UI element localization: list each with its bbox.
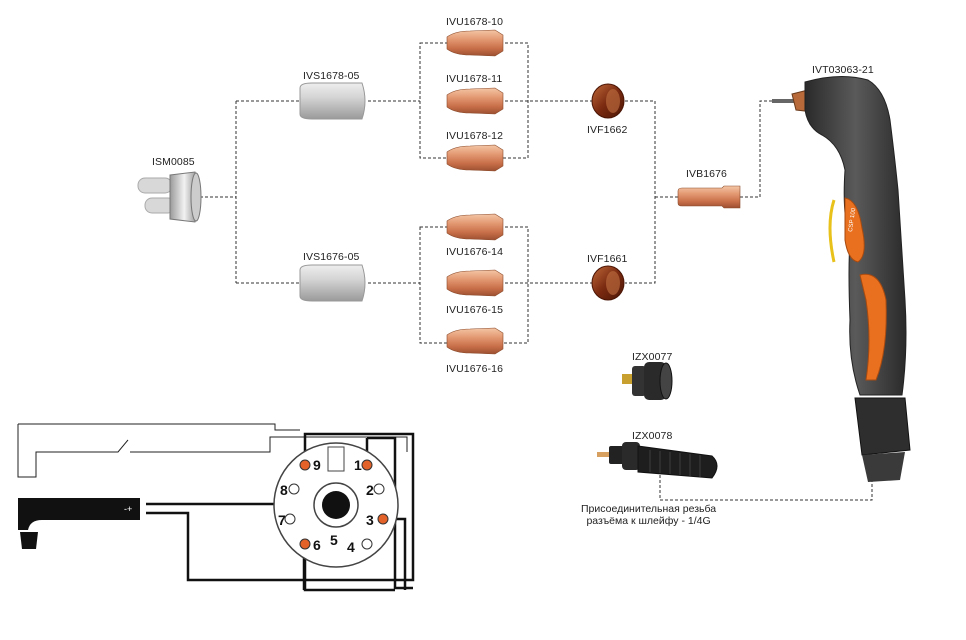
ivt-torch: CSP 100 <box>772 75 911 482</box>
label-izx0077: IZX0077 <box>632 351 673 363</box>
label-ivf1661: IVF1661 <box>587 253 628 265</box>
pin-4: 4 <box>347 539 355 555</box>
ism0085-part <box>137 171 202 223</box>
label-ivu1676-14: IVU1676-14 <box>446 246 504 258</box>
label-ivb1676: IVB1676 <box>686 168 727 180</box>
ivs1676-shield <box>299 264 366 302</box>
pin-9: 9 <box>313 457 321 473</box>
izx0078-connector <box>597 442 718 479</box>
pin-5: 5 <box>330 532 338 548</box>
wiring-schematic: -+ 9 1 8 2 7 3 6 5 4 <box>17 423 415 592</box>
connector-note-line1: Присоединительная резьба <box>581 503 717 515</box>
label-ivs1678: IVS1678-05 <box>303 70 360 82</box>
ivs1678-shield <box>299 82 366 120</box>
label-ivt03063: IVT03063-21 <box>812 64 874 76</box>
pin-8: 8 <box>280 482 288 498</box>
label-ivu1676-15: IVU1676-15 <box>446 304 504 316</box>
torch-brand-text: CSP 100 <box>848 207 857 232</box>
connector-note-line2: разъёма к шлейфу - 1/4G <box>586 515 711 527</box>
connector-thread-note: Присоединительная резьба разъёма к шлейф… <box>581 503 716 527</box>
label-ivu1678-10: IVU1678-10 <box>446 16 504 28</box>
nozzle-group <box>446 29 504 355</box>
label-ivu1678-12: IVU1678-12 <box>446 130 504 142</box>
label-ivs1676: IVS1676-05 <box>303 251 360 263</box>
label-izx0078: IZX0078 <box>632 430 673 442</box>
label-ivu1678-11: IVU1678-11 <box>446 73 503 85</box>
ivb1676-electrode <box>677 185 741 209</box>
label-ism0085: ISM0085 <box>152 156 195 168</box>
ivf1662-swirl-ring <box>591 83 625 119</box>
izx0077-connector <box>622 362 673 400</box>
ivf1661-swirl-ring <box>591 265 625 301</box>
label-ivf1662: IVF1662 <box>587 124 628 136</box>
pin-3: 3 <box>366 512 374 528</box>
plug-polarity: -+ <box>124 504 132 514</box>
pin-2: 2 <box>366 482 374 498</box>
label-ivu1676-16: IVU1676-16 <box>446 363 504 375</box>
pin-6: 6 <box>313 537 321 553</box>
pin-1: 1 <box>354 457 362 473</box>
pin-7: 7 <box>278 512 286 528</box>
